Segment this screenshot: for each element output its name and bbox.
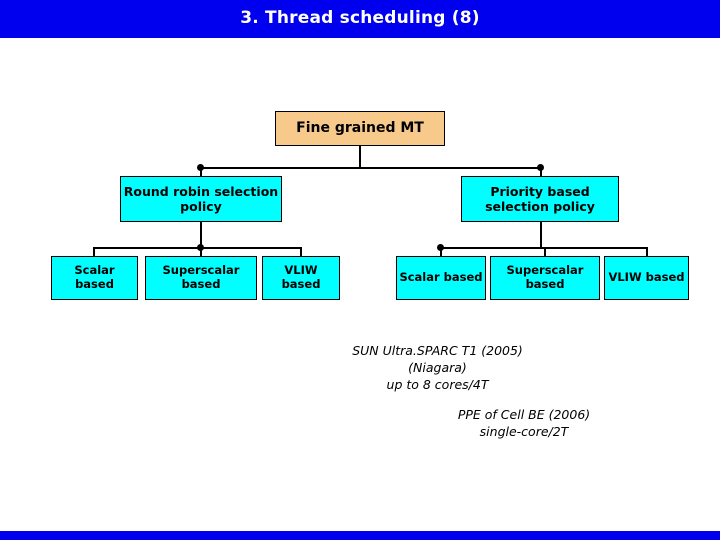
node-leaf-superscalar-right[interactable]: Superscalar based xyxy=(490,256,600,300)
junction-dot-left-branch xyxy=(197,244,204,251)
junction-dot-right-branch xyxy=(437,244,444,251)
page-title: 3. Thread scheduling (8) xyxy=(240,8,480,28)
node-priority-based-policy[interactable]: Priority based selection policy xyxy=(461,176,619,222)
node-leaf-scalar-right[interactable]: Scalar based xyxy=(396,256,486,300)
node-round-robin-policy[interactable]: Round robin selection policy xyxy=(120,176,282,222)
node-leaf-vliw-left[interactable]: VLIW based xyxy=(262,256,340,300)
note-sun-ultrasparc: SUN Ultra.SPARC T1 (2005) (Niagara) up t… xyxy=(352,343,523,392)
title-banner xyxy=(0,0,720,38)
node-leaf-superscalar-left[interactable]: Superscalar based xyxy=(145,256,257,300)
junction-dot-right-policy xyxy=(537,164,544,171)
node-leaf-vliw-right[interactable]: VLIW based xyxy=(604,256,689,300)
bottom-banner xyxy=(0,531,720,540)
junction-dot-left-policy xyxy=(197,164,204,171)
note-ppe-cell-be: PPE of Cell BE (2006) single-core/2T xyxy=(457,407,591,439)
node-leaf-scalar-left[interactable]: Scalar based xyxy=(51,256,138,300)
node-fine-grained-mt[interactable]: Fine grained MT xyxy=(275,111,445,146)
connector-root-vertical xyxy=(359,145,361,168)
